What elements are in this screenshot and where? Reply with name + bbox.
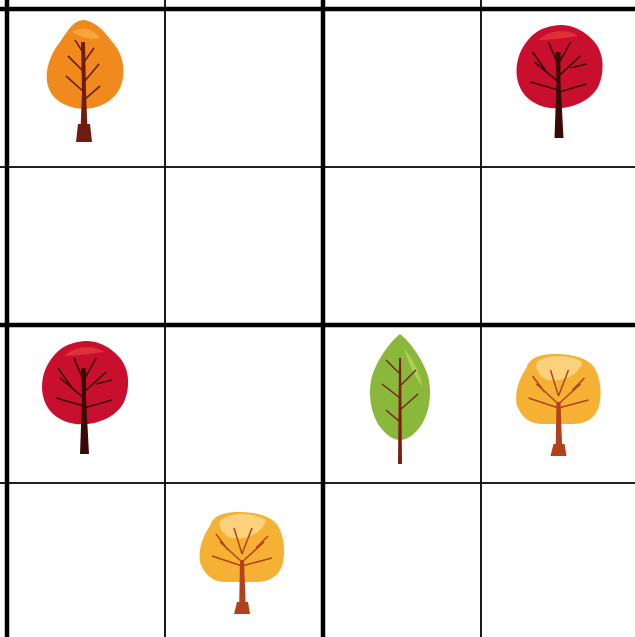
cell-r2-c1[interactable] (7, 167, 165, 325)
cell-r4-c4[interactable] (481, 483, 635, 637)
cell-r4-c3[interactable] (323, 483, 481, 637)
cell-r1-c1[interactable] (7, 9, 165, 167)
cell-r4-c1[interactable] (7, 483, 165, 637)
cell-r3-c1[interactable] (7, 325, 165, 483)
cell-r3-c3[interactable] (323, 325, 481, 483)
cell-r2-c2[interactable] (165, 167, 323, 325)
cell-r2-c3[interactable] (323, 167, 481, 325)
cell-r2-c4[interactable] (481, 167, 635, 325)
cell-r1-c3[interactable] (323, 9, 481, 167)
cell-r4-c2[interactable] (165, 483, 323, 637)
cell-r3-c4[interactable] (481, 325, 635, 483)
cell-r3-c2[interactable] (165, 325, 323, 483)
cell-r1-c4[interactable] (481, 9, 635, 167)
cell-r1-c2[interactable] (165, 9, 323, 167)
